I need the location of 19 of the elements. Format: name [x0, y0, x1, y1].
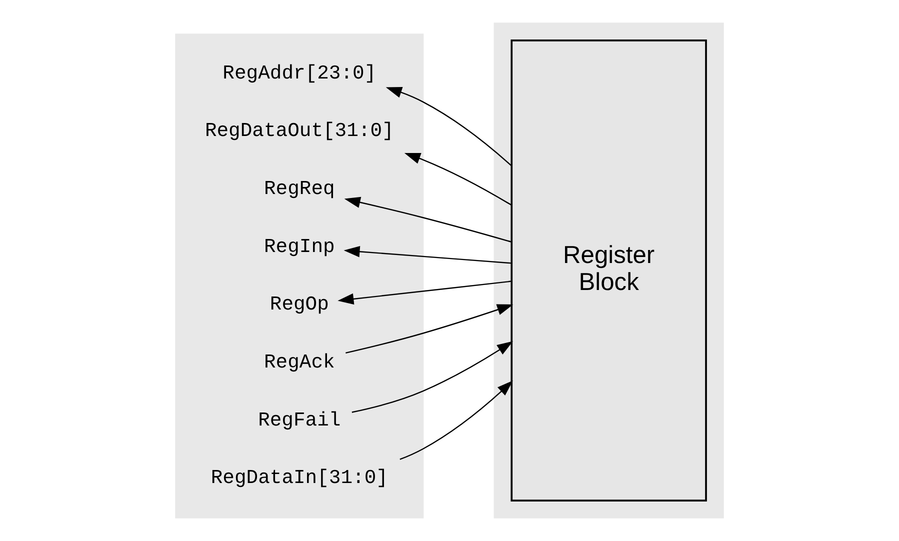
arrow	[404, 152, 512, 206]
node-text: RegAck	[264, 351, 335, 374]
node-text: RegDataIn[31:0]	[210, 467, 388, 490]
node-text: RegDataOut[31:0]	[204, 120, 394, 142]
node-box: Register Block	[510, 40, 707, 502]
arrow	[338, 280, 512, 305]
arrow	[344, 246, 512, 264]
arrow	[344, 196, 512, 243]
arrow	[346, 304, 514, 354]
node-text: RegAddr[23:0]	[222, 62, 376, 84]
node-text: RegFail	[258, 409, 341, 432]
node-text: RegOp	[270, 294, 329, 316]
node-text: RegReq	[264, 178, 335, 200]
node-text: RegInp	[264, 236, 335, 258]
cluster	[175, 34, 424, 518]
cluster	[494, 22, 724, 518]
arrow	[400, 380, 513, 460]
arrow	[352, 341, 514, 413]
arrow	[386, 87, 512, 166]
